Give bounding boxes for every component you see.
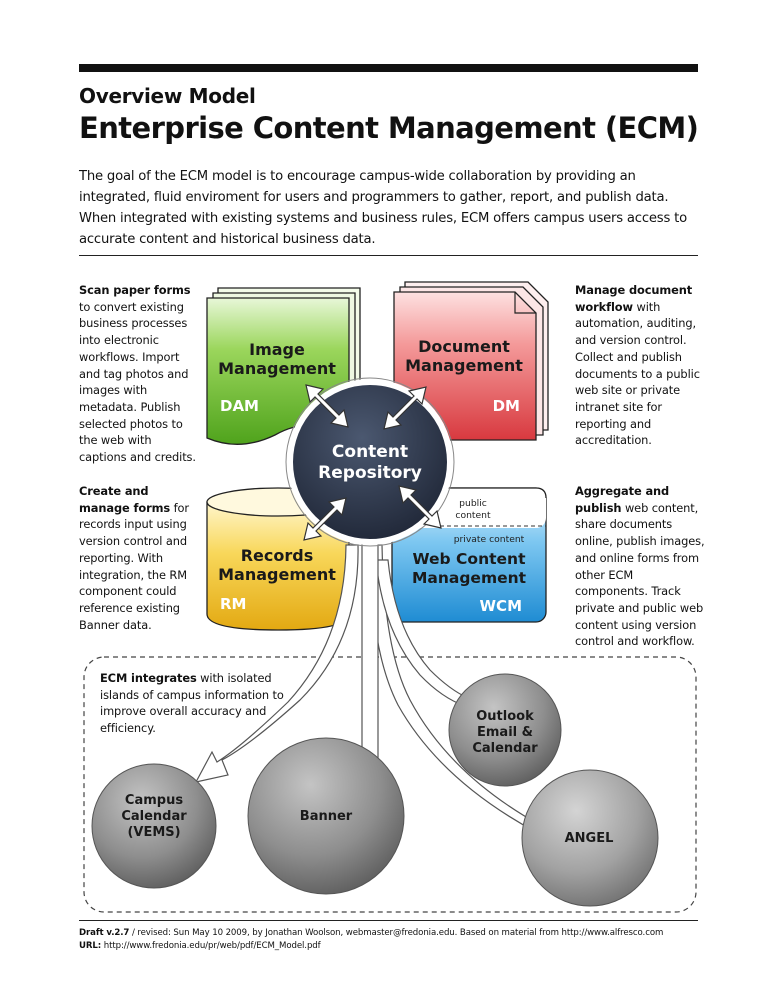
footer-draft-version: Draft v.2.7 (79, 928, 130, 938)
note-aggregate-text: web content, share documents online, pub… (575, 500, 705, 649)
rm-label-1: Records (241, 546, 314, 565)
page-subtitle: Overview Model (79, 84, 256, 108)
footer-url-text: http://www.fredonia.edu/pr/web/pdf/ECM_M… (101, 941, 321, 951)
calendar-label-3: (VEMS) (127, 825, 180, 840)
note-integrates: ECM integrates with isolated islands of … (100, 670, 312, 737)
wcm-abbr: WCM (480, 597, 522, 615)
footer-url-label: URL: (79, 941, 102, 951)
top-rule (79, 64, 698, 72)
footer-draft: Draft v.2.7 / revised: Sun May 10 2009, … (79, 928, 663, 938)
dm-label-1: Document (418, 337, 510, 356)
footer-rule (79, 920, 698, 921)
campus-calendar-circle (91, 763, 217, 889)
note-scan-heading: Scan paper forms (79, 283, 191, 297)
content-repository (287, 379, 453, 545)
calendar-label-2: Calendar (121, 809, 187, 824)
section-rule (79, 255, 698, 256)
dm-label-2: Management (405, 356, 523, 375)
angel-label: ANGEL (565, 831, 614, 846)
dam-abbr: DAM (220, 397, 259, 415)
note-manage-heading: Manage document workflow (575, 283, 693, 314)
public-content-label-2: content (455, 510, 491, 521)
wcm-label-2: Management (412, 569, 527, 587)
note-create-heading: Create and manage forms (79, 484, 171, 515)
outlook-label-2: Email & (477, 725, 533, 740)
outlook-label-1: Outlook (476, 709, 534, 724)
integration-boundary (83, 656, 697, 913)
note-integrates-text: with isolated islands of campus informat… (100, 671, 284, 736)
private-content-label: private content (454, 534, 525, 545)
banner-circle (247, 737, 405, 895)
outlook-label-3: Calendar (472, 741, 538, 756)
rm-abbr: RM (220, 595, 246, 613)
rm-label-2: Management (218, 565, 336, 584)
public-content-label-1: public (459, 498, 487, 509)
dm-abbr: DM (493, 397, 520, 415)
note-create-text: for records input using version control … (79, 500, 189, 632)
angel-circle (521, 769, 659, 907)
note-manage-text: with automation, auditing, and version c… (575, 299, 700, 448)
banner-label: Banner (300, 809, 353, 824)
repository-label-2: Repository (318, 463, 422, 483)
dam-label-2: Management (218, 359, 336, 378)
note-aggregate-heading: Aggregate and publish (575, 484, 670, 515)
repository-label-1: Content (332, 442, 408, 462)
note-aggregate: Aggregate and publish web content, share… (575, 483, 707, 650)
page-title: Enterprise Content Management (ECM) (79, 111, 699, 145)
note-scan-text: to convert existing business processes i… (79, 299, 196, 465)
wcm-label-1: Web Content (413, 550, 527, 568)
calendar-label-1: Campus (125, 793, 183, 808)
intro-paragraph: The goal of the ECM model is to encourag… (79, 169, 687, 247)
outlook-circle (448, 673, 562, 787)
note-scan: Scan paper forms to convert existing bus… (79, 282, 199, 466)
dam-label-1: Image (249, 340, 305, 359)
double-arrows (303, 384, 442, 541)
note-integrates-heading: ECM integrates (100, 671, 197, 685)
footer-url: URL: http://www.fredonia.edu/pr/web/pdf/… (79, 941, 321, 951)
note-manage: Manage document workflow with automation… (575, 282, 711, 449)
note-create: Create and manage forms for records inpu… (79, 483, 197, 633)
footer-draft-text: / revised: Sun May 10 2009, by Jonathan … (129, 928, 664, 938)
